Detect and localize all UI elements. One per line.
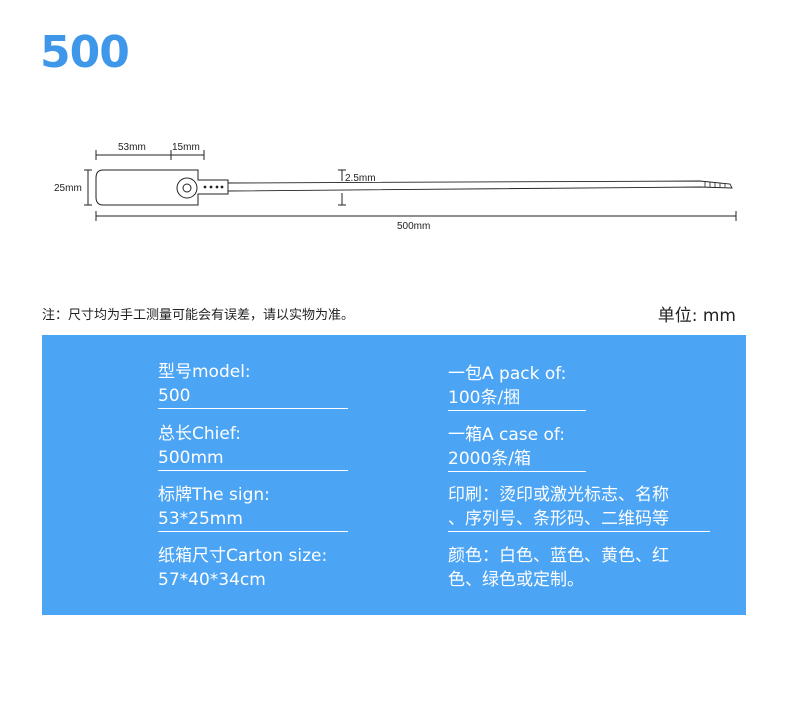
spec-case-label: 一箱A case of: [448,425,566,445]
spec-colors-line1: 颜色：白色、蓝色、黄色、红 [448,546,669,566]
dim-tag-length: 53mm [95,142,171,160]
spec-length-value: 500mm [158,448,224,468]
spec-sign: 标牌The sign: 53*25mm [158,483,348,532]
spec-colors: 颜色：白色、蓝色、黄色、红 色、绿色或定制。 [448,544,710,592]
spec-carton-value: 57*40*34cm [158,570,266,590]
measurement-note: 注：尺寸均为手工测量可能会有误差，请以实物为准。 [42,308,355,323]
spec-length: 总长Chief: 500mm [158,422,348,471]
spec-sign-value: 53*25mm [158,509,243,529]
dim-hole-offset: 15mm [170,142,205,160]
label-strap-width: 2.5mm [345,173,376,184]
dim-strap-width: 2.5mm [338,169,376,206]
spec-model: 型号model: 500 [158,360,348,409]
spec-length-label: 总长Chief: [158,424,241,444]
spec-pack-label: 一包A pack of: [448,364,567,384]
seal-strap [227,180,733,192]
spec-carton-label: 纸箱尺寸Carton size: [158,546,328,566]
spec-printing-line2: 、序列号、条形码、二维码等 [448,509,669,529]
spec-colors-line2: 色、绿色或定制。 [448,570,584,590]
seal-dimension-diagram: 53mm 15mm 25mm 2.5mm [54,142,737,232]
spec-case-value: 2000条/箱 [448,449,531,469]
spec-sign-label: 标牌The sign: [158,485,270,505]
spec-printing-line1: 印刷：烫印或激光标志、名称 [448,485,669,505]
spec-model-label: 型号model: [158,362,251,382]
label-hole-offset: 15mm [172,142,200,153]
label-total-length: 500mm [397,221,430,232]
spec-case: 一箱A case of: 2000条/箱 [448,423,586,472]
spec-model-value: 500 [158,386,191,406]
spec-pack-value: 100条/捆 [448,388,521,408]
spec-pack: 一包A pack of: 100条/捆 [448,362,586,411]
seal-tag [95,169,229,206]
unit-label: 单位: mm [657,306,736,326]
label-tag-height: 25mm [54,183,82,194]
model-title: 500 [40,27,130,78]
spec-panel: 型号model: 500 总长Chief: 500mm 标牌The sign: … [42,335,746,615]
label-tag-length: 53mm [118,142,146,153]
dim-total-length: 500mm [95,211,737,232]
spec-carton: 纸箱尺寸Carton size: 57*40*34cm [158,544,358,592]
dim-tag-height: 25mm [54,169,92,206]
spec-printing: 印刷：烫印或激光标志、名称 、序列号、条形码、二维码等 [448,483,710,532]
